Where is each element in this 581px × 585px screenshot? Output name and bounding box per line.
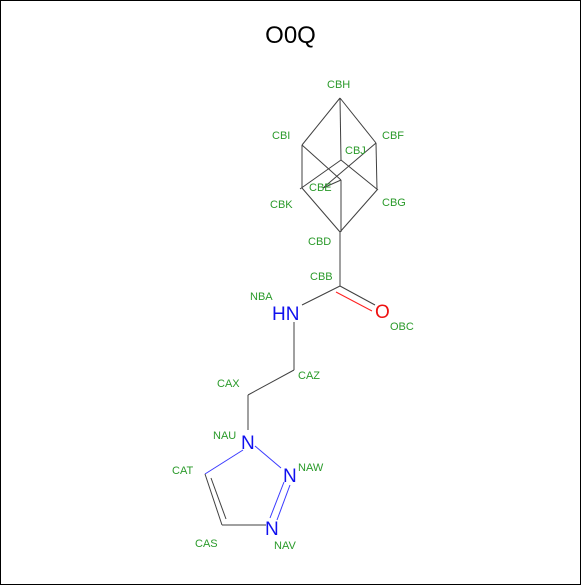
label-cax: CAX: [217, 378, 240, 390]
nitrogen-atom-nau: N: [241, 433, 255, 454]
label-cbj: CBJ: [345, 145, 366, 157]
label-nav: NAV: [274, 540, 296, 552]
oxygen-atom: O: [375, 302, 390, 323]
label-cbb: CBB: [310, 271, 333, 283]
label-cbg: CBG: [382, 197, 406, 209]
label-cas: CAS: [195, 538, 218, 550]
atom-labels: CBH CBI CBF CBJ CBE CBK CBG CBD CBB NBA …: [172, 79, 414, 552]
label-cbd: CBD: [308, 236, 331, 248]
label-nba: NBA: [250, 291, 273, 303]
label-nau: NAU: [213, 430, 236, 442]
label-obc: OBC: [390, 321, 414, 333]
nh-atom: HN: [272, 304, 299, 325]
nitrogen-atom-nav: N: [265, 519, 279, 540]
label-naw: NAW: [298, 462, 324, 474]
triazole-ring-bonds: [204, 445, 291, 526]
label-cbi: CBI: [272, 130, 290, 142]
molecule-title: O0Q: [265, 22, 316, 49]
label-cbe: CBE: [309, 182, 332, 194]
chain-bonds: [247, 232, 376, 430]
label-cbf: CBF: [382, 130, 404, 142]
label-cbh: CBH: [327, 79, 350, 91]
label-caz: CAZ: [298, 370, 320, 382]
nitrogen-atom-naw: N: [283, 466, 297, 487]
cage-bonds: [299, 97, 379, 233]
label-cat: CAT: [172, 465, 193, 477]
label-cbk: CBK: [270, 199, 293, 211]
